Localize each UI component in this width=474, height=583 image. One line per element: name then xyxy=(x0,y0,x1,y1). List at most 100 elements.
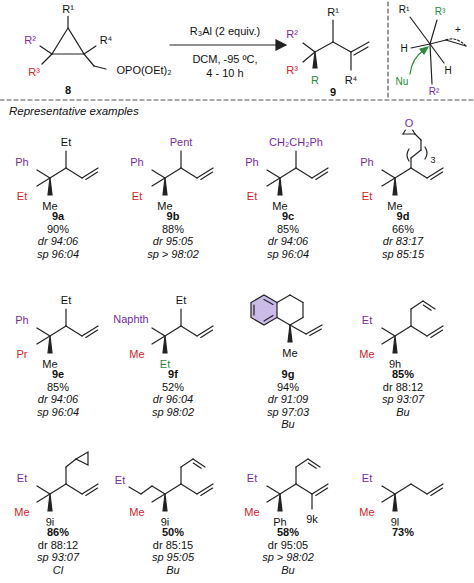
chem-label: 9d xyxy=(396,210,411,223)
bond-line xyxy=(308,463,316,468)
bond-line xyxy=(393,494,397,511)
chem-label: sp 98:02 xyxy=(151,405,195,418)
chem-label: Me xyxy=(13,506,30,519)
chem-label: 4 - 10 h xyxy=(205,67,244,80)
bond-line xyxy=(163,336,167,353)
bond-line xyxy=(37,178,50,186)
bond-line xyxy=(411,168,427,178)
chem-label: sp 97:03 xyxy=(266,405,310,418)
chem-label: R⁴ xyxy=(99,34,114,47)
bond-line xyxy=(382,170,395,178)
chem-label: dr 94:06 xyxy=(37,235,79,248)
bond-line xyxy=(295,151,296,168)
bond-line xyxy=(267,170,280,178)
bond-line xyxy=(296,168,312,178)
bond-line xyxy=(290,295,303,303)
chem-label: dr 88:12 xyxy=(382,380,424,393)
chem-label: R¹ xyxy=(326,6,340,19)
bond-line xyxy=(165,168,181,178)
bond-line xyxy=(264,300,273,305)
chem-label: 50% xyxy=(161,526,185,539)
chem-label: dr 83:17 xyxy=(382,235,424,248)
bond-line xyxy=(410,158,411,168)
chem-label: R₃Al (2 equiv.) xyxy=(189,25,261,38)
bond-line xyxy=(163,178,167,195)
chem-label: Ph xyxy=(244,156,259,169)
chem-label: Me xyxy=(128,348,145,361)
chem-label: OPO(OEt)₂ xyxy=(116,64,173,77)
bond-line xyxy=(50,326,66,336)
bond-line xyxy=(302,303,303,318)
bond-line xyxy=(395,168,411,178)
bond-line xyxy=(201,488,213,495)
chem-label: Et xyxy=(361,472,373,485)
bond-line xyxy=(180,309,181,326)
chem-label: CH₂CH₂Ph xyxy=(268,136,324,149)
chem-label: dr 96:04 xyxy=(152,393,194,406)
chem-label: Ph xyxy=(359,156,374,169)
chem-label: 8 xyxy=(64,84,72,97)
bond-line xyxy=(423,305,431,310)
bond-line xyxy=(290,318,303,326)
bond-line xyxy=(393,178,397,195)
chem-label: Et xyxy=(246,190,258,203)
chem-label: O xyxy=(404,117,415,130)
chem-label: 9k xyxy=(305,513,319,526)
chem-label: Me xyxy=(281,347,298,360)
bond-line xyxy=(280,484,296,494)
bond-line xyxy=(152,494,165,502)
chem-label: sp 96:04 xyxy=(266,247,310,260)
bond-line xyxy=(201,330,213,337)
chem-label: Bu xyxy=(280,418,295,431)
chem-label: 94% xyxy=(276,380,300,393)
chem-label: H xyxy=(443,65,452,77)
bond-line xyxy=(423,301,435,309)
bond-line xyxy=(37,336,50,344)
chem-label: 85% xyxy=(391,368,415,381)
bond-line xyxy=(278,178,282,195)
chem-label: 88% xyxy=(161,222,185,235)
bond-line xyxy=(403,129,406,134)
chem-label: Me xyxy=(128,506,145,519)
chem-label: Bu xyxy=(165,563,180,576)
bond-line xyxy=(395,484,411,494)
chem-label: dr 88:12 xyxy=(37,538,79,551)
bond-line xyxy=(152,170,165,178)
bond-line xyxy=(37,328,50,336)
chem-label: Et xyxy=(16,190,28,203)
chem-label: sp 96:04 xyxy=(36,247,80,260)
chem-label: Bu xyxy=(280,563,295,576)
bond-line xyxy=(267,178,280,186)
bond-line xyxy=(382,486,395,494)
chem-label: + xyxy=(454,24,462,36)
chem-label: 86% xyxy=(46,526,70,539)
chem-label: Et xyxy=(246,472,258,485)
bond-line xyxy=(267,486,280,494)
chem-label: Et xyxy=(60,136,72,149)
chem-label: Cl xyxy=(52,563,64,576)
bond-line xyxy=(86,172,98,179)
chem-label: R³ xyxy=(285,64,299,77)
bond-line xyxy=(65,151,66,168)
bond-line xyxy=(431,330,443,337)
bond-line xyxy=(395,326,411,336)
bond-line xyxy=(66,326,82,336)
chem-label: 9 xyxy=(329,86,337,99)
bond-line xyxy=(382,494,395,502)
bond-line xyxy=(411,301,423,309)
chem-label: 85% xyxy=(276,222,300,235)
bond-line xyxy=(76,452,88,465)
bond-line xyxy=(288,325,292,342)
bond-line xyxy=(280,168,296,178)
bond-line xyxy=(152,336,165,344)
bond-line xyxy=(277,295,290,303)
chem-label: sp 96:04 xyxy=(36,405,80,418)
chem-label: Ph xyxy=(14,314,29,327)
chem-label: Representative examples xyxy=(8,105,140,118)
bond-line xyxy=(310,329,322,336)
chem-label: Et xyxy=(361,314,373,327)
bond-line xyxy=(193,463,201,468)
chem-label: sp > 98:02 xyxy=(146,247,200,260)
chem-label: sp 85:15 xyxy=(381,247,425,260)
chem-label: dr 95:05 xyxy=(152,235,194,248)
